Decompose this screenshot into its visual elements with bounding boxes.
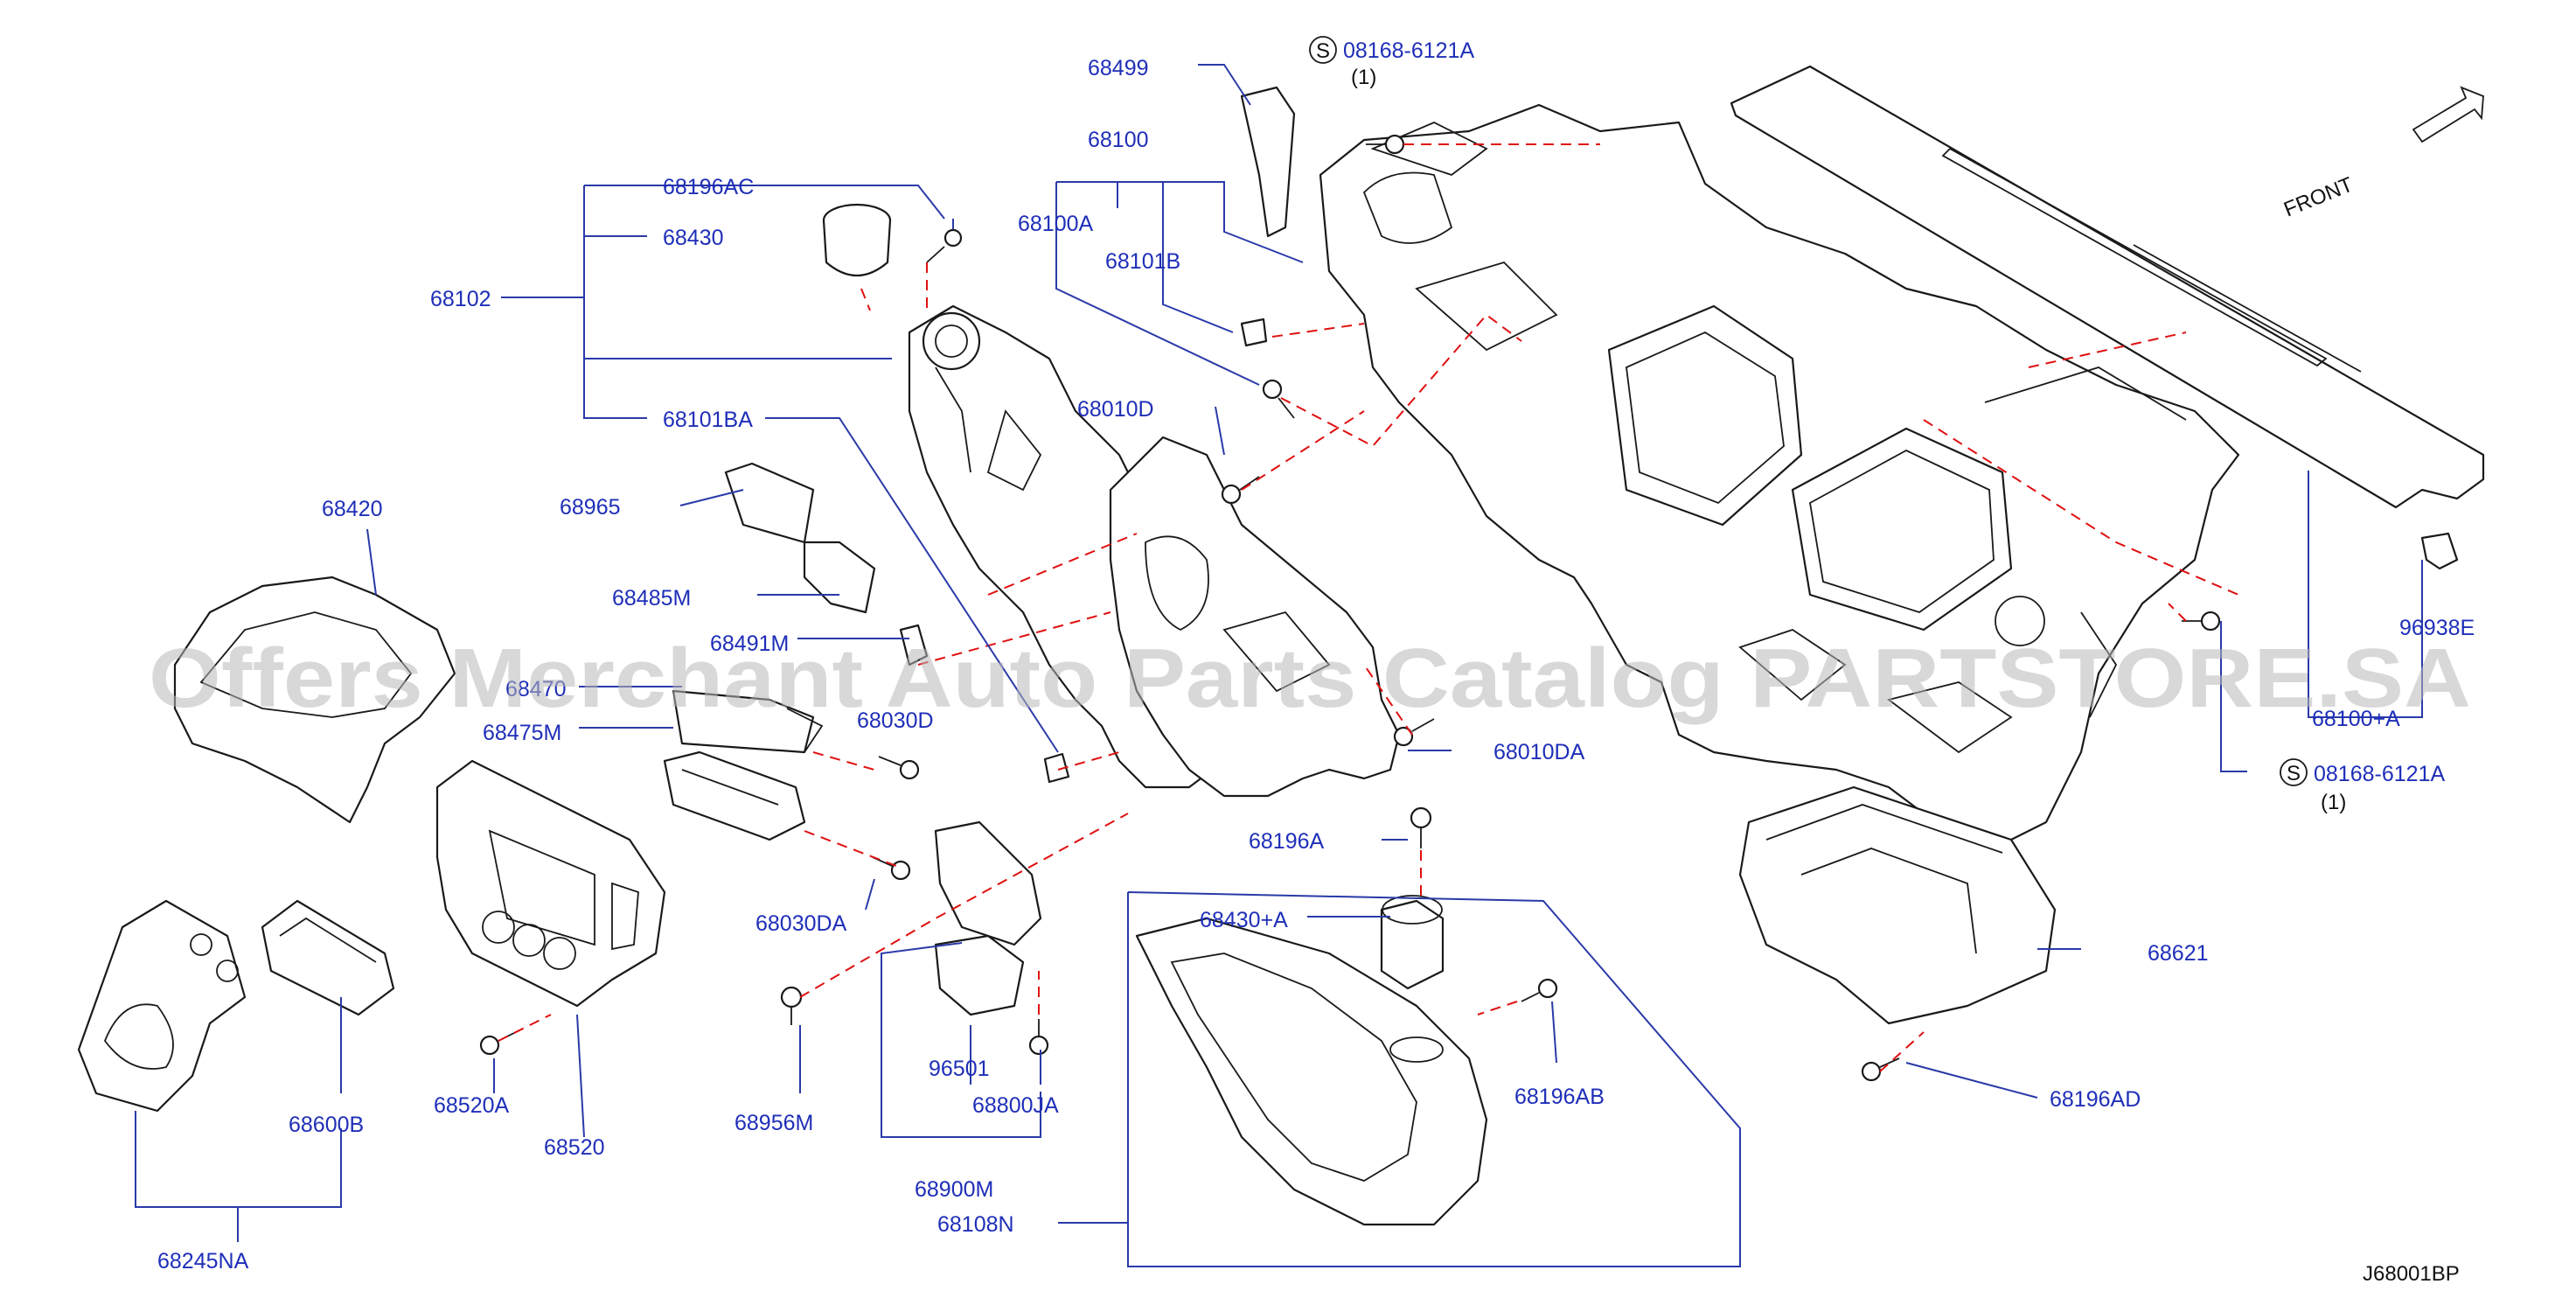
label-08168-bottom: 08168-6121A <box>2314 762 2445 786</box>
label-68100: 68100 <box>1088 128 1149 152</box>
label-68430a: 68430+A <box>1200 908 1288 932</box>
label-96501: 96501 <box>929 1057 990 1081</box>
label-68621: 68621 <box>2148 941 2209 966</box>
pocket-68475m <box>663 750 806 841</box>
center-console-lower <box>1109 436 1401 798</box>
label-68196ab: 68196AB <box>1514 1085 1605 1109</box>
label-68900m: 68900M <box>915 1177 993 1202</box>
vent-68485m <box>803 541 876 614</box>
instrument-panel-main <box>1319 103 2240 841</box>
label-08168-bottom-qty: (1) <box>2321 791 2346 814</box>
label-68430: 68430 <box>663 226 724 250</box>
screw-68010da <box>1393 718 1435 747</box>
pocket-96501 <box>934 934 1025 1016</box>
cup-holder-68430 <box>822 203 892 277</box>
screw-68800ja <box>1028 1019 1049 1056</box>
screw-68030d <box>878 756 920 780</box>
label-68196a: 68196A <box>1249 829 1325 854</box>
finisher-68900m <box>934 820 1042 946</box>
glove-box-lid <box>1135 895 1488 1226</box>
screw-68030da <box>872 856 911 881</box>
s-mark-top: S <box>1309 36 1337 64</box>
label-68100-plus-a: 68100+A <box>2312 707 2400 731</box>
screw-68100a <box>1262 379 1295 419</box>
watermark: Offers Merchant Auto Parts Catalog PARTS… <box>149 632 2471 725</box>
label-68485m: 68485M <box>612 586 691 611</box>
label-68010d: 68010D <box>1077 397 1154 422</box>
screw-68196ac <box>926 228 963 263</box>
label-68956m: 68956M <box>735 1111 813 1135</box>
label-68965: 68965 <box>560 495 621 520</box>
label-68010da: 68010DA <box>1493 740 1585 764</box>
hidden-lines <box>498 143 2239 1072</box>
glove-box-inner <box>1738 785 2057 1025</box>
label-68491m: 68491M <box>710 632 789 656</box>
clip-68491m <box>899 624 929 666</box>
cluster-lid <box>173 576 456 824</box>
label-68499: 68499 <box>1088 56 1149 80</box>
bracket-68499 <box>1240 86 1296 238</box>
clip-68101ba <box>1043 752 1070 784</box>
console-finisher <box>77 899 247 1113</box>
label-68800ja: 68800JA <box>972 1093 1059 1118</box>
label-68520a: 68520A <box>434 1093 510 1118</box>
diagram-code: J68001BP <box>2363 1262 2460 1286</box>
leader-lines <box>135 64 2423 1267</box>
center-trim <box>435 759 666 1008</box>
pocket-68470 <box>672 689 824 754</box>
screw-68196ab <box>1521 978 1558 1002</box>
label-68196ac: 68196AC <box>663 175 754 199</box>
pocket-68965 <box>724 462 815 544</box>
clip-96938e <box>2420 532 2459 570</box>
screw-68196ad <box>1861 1057 1900 1082</box>
screw-68196a <box>1410 806 1432 848</box>
screw-68520a <box>479 1031 517 1056</box>
label-68030d: 68030D <box>857 708 934 733</box>
screws <box>479 134 2459 1082</box>
upper-dash-pad <box>1730 65 2485 509</box>
label-68196ad: 68196AD <box>2050 1087 2141 1112</box>
label-08168-top-qty: (1) <box>1351 66 1376 89</box>
front-arrow-icon <box>2412 86 2484 143</box>
label-68108n: 68108N <box>937 1212 1014 1237</box>
label-68520: 68520 <box>544 1135 605 1160</box>
svg-text:S: S <box>2287 762 2301 785</box>
switch-panel <box>261 899 395 1016</box>
s-mark-bottom: S <box>2280 758 2308 786</box>
front-label: FRONT <box>2280 172 2357 221</box>
screw-08168b <box>2182 611 2221 632</box>
clip-68101b <box>1240 318 1268 347</box>
label-68100a: 68100A <box>1018 212 1094 236</box>
label-08168-top: 08168-6121A <box>1343 38 1474 63</box>
label-96938e: 96938E <box>2399 616 2475 640</box>
label-68030da: 68030DA <box>755 911 847 936</box>
label-68600b: 68600B <box>289 1113 364 1137</box>
svg-text:S: S <box>1316 39 1330 63</box>
label-68475m: 68475M <box>483 721 561 745</box>
screw-68956m <box>780 986 803 1025</box>
screw-68010d <box>1221 476 1260 505</box>
label-68245na: 68245NA <box>157 1249 249 1274</box>
screw-08168a <box>1366 134 1405 155</box>
label-68420: 68420 <box>322 497 383 521</box>
label-68101b: 68101B <box>1105 249 1180 274</box>
label-68470: 68470 <box>505 677 567 701</box>
label-68101ba: 68101BA <box>663 408 753 432</box>
label-68102: 68102 <box>430 287 491 311</box>
